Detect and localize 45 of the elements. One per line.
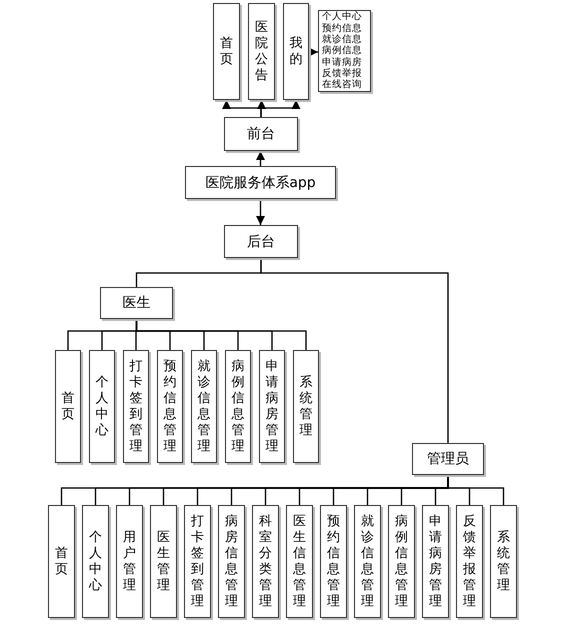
module-box: 首页 — [213, 3, 240, 100]
module-box: 打卡签到管理 — [123, 350, 149, 463]
module-box: 病房信息管理 — [218, 505, 245, 618]
module-box: 就诊信息管理 — [191, 350, 217, 463]
module-box: 个人中心 — [89, 350, 115, 463]
module-box: 申请病房管理 — [259, 350, 285, 463]
category-box: 医生 — [100, 287, 173, 319]
module-box: 首页 — [55, 350, 81, 463]
menu-item: 病例信息 — [322, 45, 362, 57]
arrow — [256, 199, 265, 225]
connector-line — [447, 475, 504, 505]
arrow — [260, 100, 300, 117]
module-box: 就诊信息管理 — [354, 505, 381, 618]
menu-item: 就诊信息 — [322, 34, 362, 46]
module-box: 系统管理 — [490, 505, 517, 618]
menu-item: 预约信息 — [322, 22, 362, 34]
module-box: 反馈举报管理 — [456, 505, 483, 618]
module-box: 系统管理 — [293, 350, 319, 463]
connector-line — [260, 258, 449, 443]
menu-item: 反馈举报 — [322, 68, 362, 79]
arrow — [309, 48, 318, 56]
connector-line — [136, 319, 307, 350]
category-box: 后台 — [224, 225, 298, 258]
module-box: 医院公告 — [248, 3, 275, 100]
category-box: 管理员 — [412, 443, 484, 475]
category-box: 医院服务体系app — [185, 166, 336, 199]
module-box: 医生管理 — [150, 505, 177, 618]
module-box: 病例信息管理 — [388, 505, 415, 618]
menu-list-box — [318, 10, 371, 92]
category-box: 前台 — [224, 117, 298, 151]
module-box: 医生信息管理 — [286, 505, 313, 618]
module-box: 申请病房管理 — [422, 505, 449, 618]
module-box: 用户管理 — [116, 505, 143, 618]
menu-item: 个人中心 — [322, 11, 362, 23]
module-box: 打卡签到管理 — [184, 505, 211, 618]
menu-item: 在线咨询 — [322, 79, 362, 91]
module-box: 首页 — [48, 505, 75, 618]
menu-item: 申请病房 — [322, 56, 362, 68]
module-box: 预约信息管理 — [320, 505, 347, 618]
module-box: 科室分类管理 — [252, 505, 279, 618]
arrow — [256, 151, 265, 166]
module-box: 我的 — [283, 3, 309, 100]
module-box: 病例信息管理 — [225, 350, 251, 463]
module-box: 预约信息管理 — [157, 350, 183, 463]
module-box: 个人中心 — [82, 505, 109, 618]
